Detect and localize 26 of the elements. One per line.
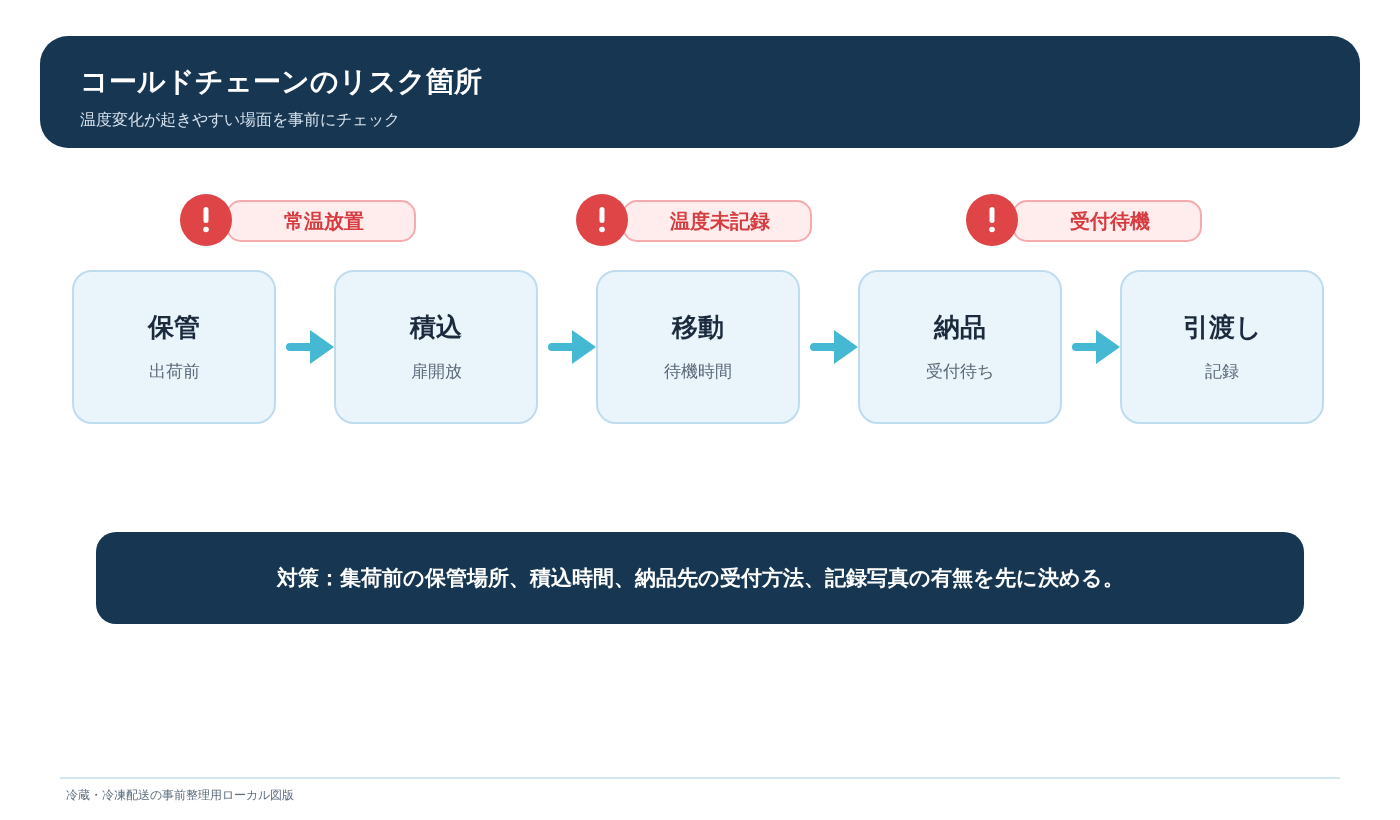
process-box: [858, 270, 1062, 424]
risk-label: 受付待機: [1070, 208, 1150, 234]
step-title: 積込: [410, 311, 462, 343]
risk-label: 常温放置: [284, 208, 364, 234]
process-box: [334, 270, 538, 424]
step-detail: 扉開放: [410, 360, 462, 383]
step-detail: 出荷前: [148, 360, 200, 383]
step-title: 引渡し: [1182, 311, 1262, 343]
process-box: [1120, 270, 1324, 424]
step-title: 移動: [672, 311, 724, 343]
step-detail: 待機時間: [664, 360, 732, 383]
risk-tag: [622, 200, 812, 242]
process-box: [72, 270, 276, 424]
risk-tag: [226, 200, 416, 242]
risk-tag: [1012, 200, 1202, 242]
subtitle: 温度変化が起きやすい場面を事前にチェック: [80, 109, 400, 131]
step-detail: 受付待ち: [926, 360, 994, 383]
page-title: コールドチェーンのリスク箇所: [80, 64, 482, 100]
note-banner: [96, 532, 1304, 624]
countermeasure-text: 対策：集荷前の保管場所、積込時間、納品先の受付方法、記録写真の有無を先に決める。: [276, 565, 1124, 592]
step-title: 納品: [934, 311, 986, 343]
step-title: 保管: [148, 311, 200, 343]
step-detail: 記録: [1205, 360, 1239, 383]
footer-note: 冷蔵・冷凍配送の事前整理用ローカル図版: [66, 787, 294, 803]
process-box: [596, 270, 800, 424]
risk-label: 温度未記録: [670, 208, 770, 234]
